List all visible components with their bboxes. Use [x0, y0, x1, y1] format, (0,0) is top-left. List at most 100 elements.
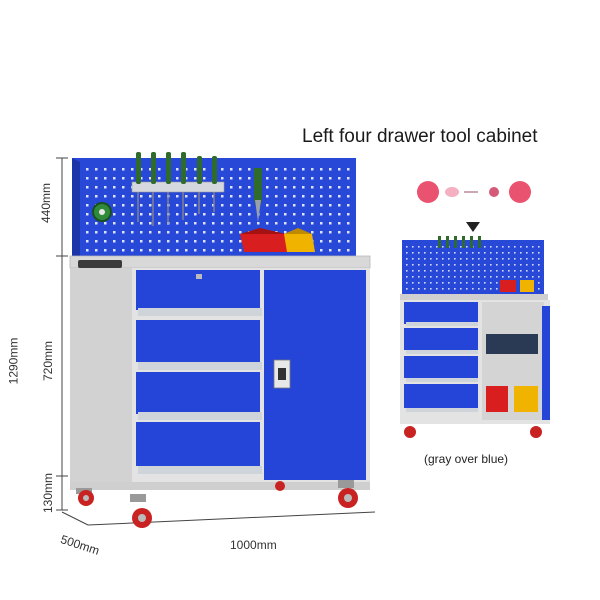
variant-note: (gray over blue) — [424, 452, 509, 466]
pegboard-hole — [412, 288, 414, 290]
pegboard-hole — [430, 252, 432, 254]
pegboard-hole — [221, 249, 224, 252]
pegboard-hole — [442, 288, 444, 290]
pegboard-hole — [478, 276, 480, 278]
pegboard-hole — [113, 186, 116, 189]
pegboard-hole — [158, 213, 161, 216]
pegboard-hole — [230, 213, 233, 216]
pegboard-hole — [478, 264, 480, 266]
pegboard-hole — [532, 258, 534, 260]
pegboard-hole — [221, 213, 224, 216]
color-swatch-icons — [417, 181, 531, 203]
pegboard-hole — [275, 204, 278, 207]
pegboard-hole — [104, 177, 107, 180]
pegboard-hole — [472, 276, 474, 278]
pegboard-hole — [329, 204, 332, 207]
pegboard-hole — [311, 186, 314, 189]
pegboard-hole — [466, 270, 468, 272]
pegboard-hole — [454, 258, 456, 260]
pegboard-hole — [86, 186, 89, 189]
pegboard-hole — [122, 195, 125, 198]
pegboard-hole — [514, 258, 516, 260]
pegboard-hole — [221, 231, 224, 234]
pegboard-hole — [203, 213, 206, 216]
pegboard-hole — [212, 213, 215, 216]
pegboard-hole — [149, 240, 152, 243]
pegboard-hole — [320, 177, 323, 180]
pegboard-hole — [131, 222, 134, 225]
pegboard-hole — [230, 240, 233, 243]
pegboard-hole — [149, 231, 152, 234]
pegboard-hole — [418, 264, 420, 266]
pegboard-hole — [140, 168, 143, 171]
pegboard-hole — [520, 246, 522, 248]
pegboard-hole — [113, 195, 116, 198]
pegboard-hole — [436, 246, 438, 248]
pegboard-hole — [266, 204, 269, 207]
pegboard-hole — [424, 288, 426, 290]
pegboard-hole — [424, 252, 426, 254]
pegboard-hole — [86, 204, 89, 207]
pegboard-hole — [176, 249, 179, 252]
pegboard-hole — [532, 252, 534, 254]
pegboard-hole — [248, 204, 251, 207]
pegboard-hole — [122, 204, 125, 207]
pegboard-hole — [329, 249, 332, 252]
pegboard-hole — [538, 276, 540, 278]
pegboard-hole — [508, 270, 510, 272]
pegboard-hole — [490, 264, 492, 266]
pegboard-hole — [275, 177, 278, 180]
pegboard-hole — [293, 204, 296, 207]
pegboard-hole — [221, 204, 224, 207]
pegboard-hole — [484, 276, 486, 278]
pegboard-hole — [203, 195, 206, 198]
pegboard-hole — [412, 276, 414, 278]
pegboard-hole — [221, 240, 224, 243]
pegboard-hole — [472, 282, 474, 284]
pegboard-hole — [248, 168, 251, 171]
pegboard-hole — [538, 246, 540, 248]
pegboard-hole — [430, 258, 432, 260]
pegboard-hole — [167, 231, 170, 234]
pegboard-hole — [448, 288, 450, 290]
pegboard-hole — [460, 252, 462, 254]
pegboard-hole — [95, 195, 98, 198]
pegboard-hole — [496, 282, 498, 284]
pegboard-hole — [176, 177, 179, 180]
pegboard-hole — [502, 246, 504, 248]
pegboard-hole — [230, 186, 233, 189]
pegboard-hole — [203, 177, 206, 180]
pegboard-hole — [347, 186, 350, 189]
pegboard-hole — [194, 204, 197, 207]
pegboard-hole — [131, 204, 134, 207]
pegboard-hole — [320, 186, 323, 189]
pegboard-hole — [140, 240, 143, 243]
pegboard-hole — [338, 168, 341, 171]
pegboard-hole — [406, 258, 408, 260]
pegboard-hole — [212, 195, 215, 198]
pegboard-hole — [460, 264, 462, 266]
pegboard-hole — [338, 177, 341, 180]
pegboard-hole — [472, 264, 474, 266]
pegboard-hole — [221, 168, 224, 171]
pegboard-hole — [203, 168, 206, 171]
pegboard-hole — [131, 195, 134, 198]
pegboard-hole — [266, 222, 269, 225]
pegboard-hole — [266, 195, 269, 198]
pegboard-hole — [430, 270, 432, 272]
pegboard-hole — [448, 258, 450, 260]
pegboard-hole — [466, 252, 468, 254]
pegboard-hole — [338, 249, 341, 252]
pegboard-hole — [406, 264, 408, 266]
pegboard-hole — [176, 240, 179, 243]
pegboard-hole — [95, 177, 98, 180]
pegboard-hole — [406, 282, 408, 284]
pegboard-hole — [131, 213, 134, 216]
pegboard-hole — [526, 258, 528, 260]
cabinet-door — [264, 270, 366, 480]
pegboard-hole — [275, 195, 278, 198]
pegboard-hole — [176, 213, 179, 216]
pegboard-hole — [149, 177, 152, 180]
pegboard-hole — [466, 246, 468, 248]
pegboard-hole — [526, 252, 528, 254]
